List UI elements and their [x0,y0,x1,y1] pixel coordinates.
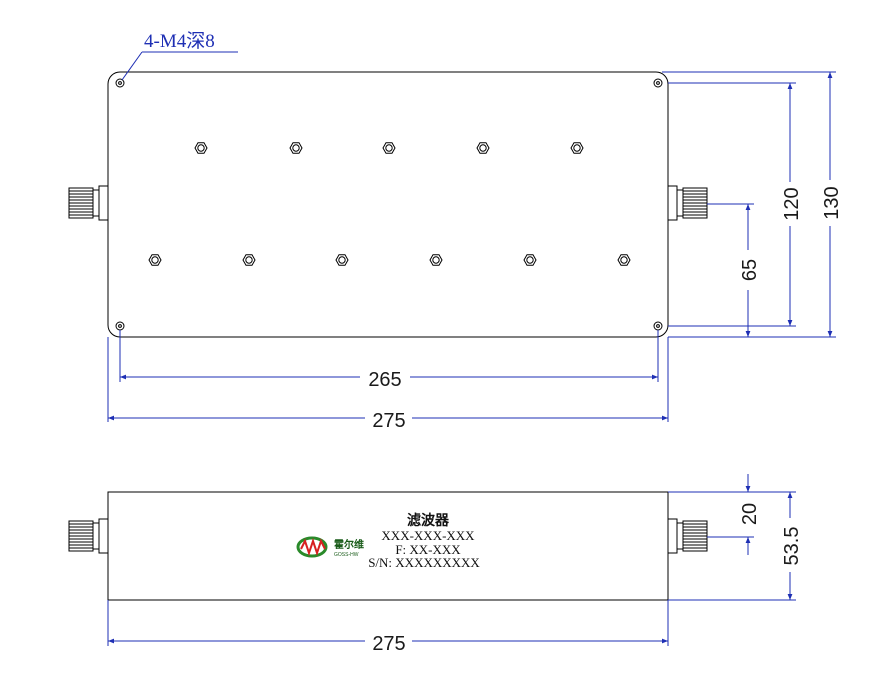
right-connector [667,185,708,221]
company-logo: 霍尔维 GOSS-HW [296,536,364,558]
dim-53-5: 53.5 [781,492,803,600]
tuning-screw [335,254,349,266]
mounting-holes [115,78,663,331]
top-view-body [107,71,669,338]
side-extension-lines [107,491,796,646]
tuning-screw [382,142,396,154]
tuning-screws [148,142,631,266]
tuning-screw [570,142,584,154]
dim-65-label: 65 [739,259,761,281]
dim-65: 65 [739,204,761,337]
dim-275-top-label: 275 [372,410,405,432]
dim-120-label: 120 [781,187,803,220]
dim-265-label: 265 [368,369,401,391]
logo-sub: GOSS-HW [334,552,359,558]
hole-callout: 4-M4深8 [121,30,238,81]
left-connector [68,185,109,221]
hole-callout-text: 4-M4深8 [144,30,215,52]
mounting-hole [115,78,125,88]
side-left-connector [68,518,109,554]
side-view-body [107,491,669,601]
logo-wave-icon [300,537,326,557]
tuning-screw [523,254,537,266]
extension-lines [107,71,836,422]
tuning-screw [194,142,208,154]
logo-ring [296,536,328,558]
tuning-screw [476,142,490,154]
side-right-connector [667,518,708,554]
tuning-screw [289,142,303,154]
label-title: 滤波器 [407,512,450,528]
dim-275-bottom-label: 275 [372,633,405,655]
mounting-hole [653,321,663,331]
mounting-hole [115,321,125,331]
logo-name: 霍尔维 [334,538,364,551]
product-label: 滤波器 XXX-XXX-XXX F: XX-XXX S/N: XXXXXXXXX [368,512,480,570]
dim-130: 130 [821,72,843,337]
dim-120: 120 [781,83,803,326]
label-frequency: F: XX-XXX [395,542,461,557]
tuning-screw [429,254,443,266]
dim-20: 20 [739,474,761,555]
mounting-hole [653,78,663,88]
dim-20-label: 20 [739,503,761,525]
dim-275-bottom: 275 [108,633,668,655]
side-view: 霍尔维 GOSS-HW 滤波器 XXX-XXX-XXX F: XX-XXX S/… [68,474,803,655]
top-view: 4-M4深8 265 275 [68,30,843,432]
label-serial: S/N: XXXXXXXXX [368,555,480,570]
dim-275-top: 275 [108,410,668,432]
label-model: XXX-XXX-XXX [381,528,475,543]
tuning-screw [148,254,162,266]
tuning-screw [617,254,631,266]
dim-53-5-label: 53.5 [781,527,803,566]
dim-265: 265 [120,369,658,391]
tuning-screw [242,254,256,266]
dim-130-label: 130 [821,186,843,219]
